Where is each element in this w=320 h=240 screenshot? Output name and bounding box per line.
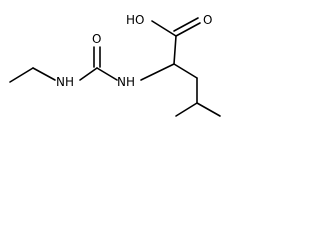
bond-ch-ch3-a <box>175 102 198 117</box>
bond-n-right-c-alpha <box>140 63 175 81</box>
molecule-drawing: HO O O NH NH <box>9 13 221 117</box>
atom-label-carbonyl-oxygen-urea: O <box>92 32 101 46</box>
atom-label-amine-nh-left: NH <box>56 75 74 89</box>
bond-c-alpha-c-carboxyl <box>173 35 177 65</box>
bond-c-carboxyl-o-double-b <box>173 17 199 32</box>
bond-c-urea-n-right <box>96 67 118 81</box>
bond-ch2-n-left <box>32 67 56 81</box>
bond-ch3-ch2 <box>9 67 34 83</box>
atom-label-amine-nh-right: NH <box>117 75 135 89</box>
bond-c-carboxyl-o-double-a <box>175 22 201 37</box>
atom-label-carbonyl-oxygen-acid: O <box>203 13 212 27</box>
structure-diagram: HO O O NH NH <box>0 0 248 151</box>
bond-c-carboxyl-oh <box>151 20 177 37</box>
bond-c-alpha-ch2 <box>173 63 198 79</box>
atom-label-hydroxyl: HO <box>126 13 144 27</box>
bond-ch-ch3-b <box>196 102 221 117</box>
bond-n-left-c-urea <box>79 67 98 81</box>
